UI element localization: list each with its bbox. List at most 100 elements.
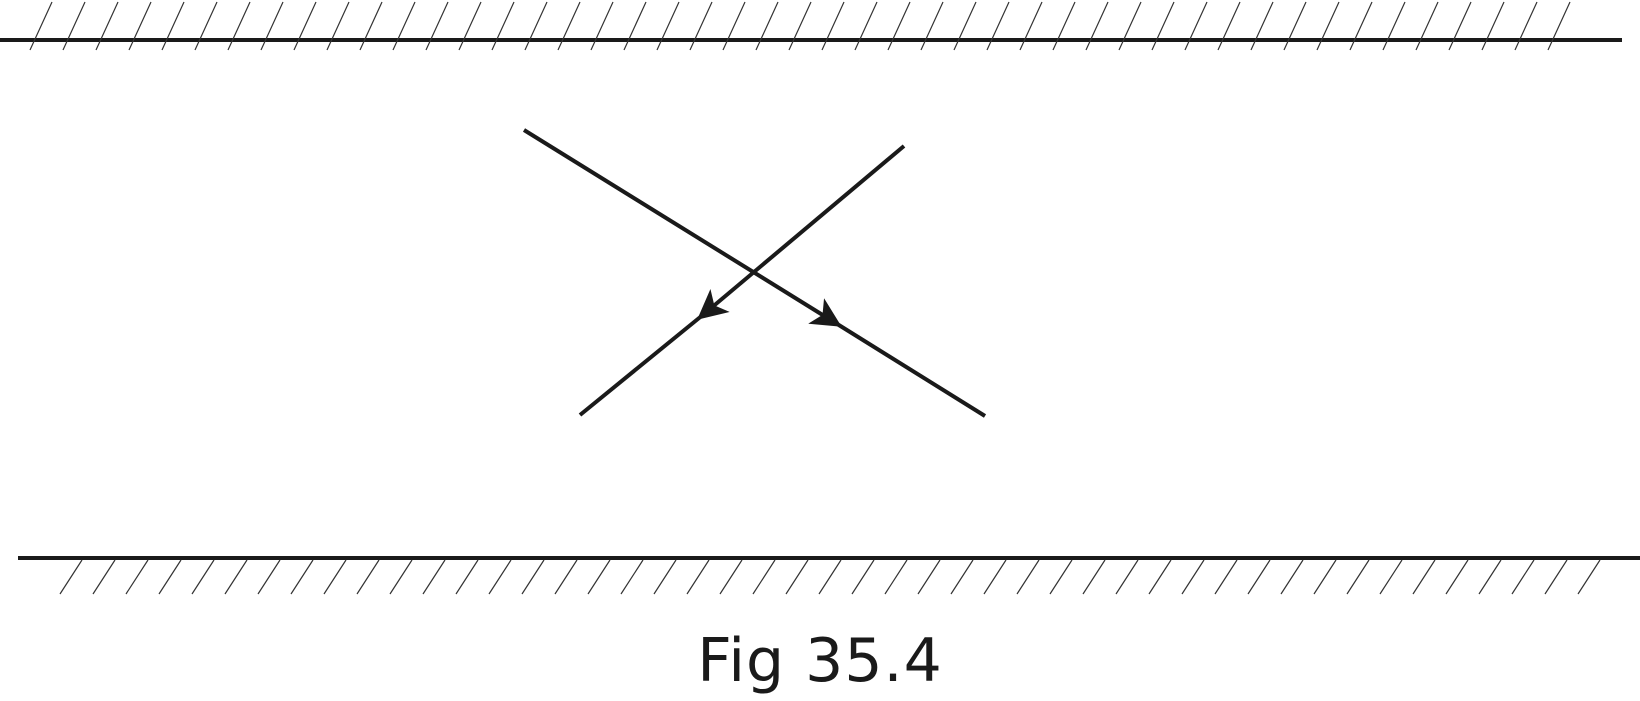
top-hatch-line-34 xyxy=(1151,1,1175,51)
top-hatch-line-0 xyxy=(29,1,53,51)
top-hatch-line-15 xyxy=(524,1,548,51)
top-hatch-line-22 xyxy=(755,1,779,51)
bottom-hatch-line-21 xyxy=(752,559,776,595)
bottom-hatch-line-32 xyxy=(1115,559,1139,595)
bottom-hatch-line-41 xyxy=(1412,559,1436,595)
rays xyxy=(522,128,987,418)
bottom-hatch-line-11 xyxy=(422,559,446,595)
bottom-hatch-line-36 xyxy=(1247,559,1271,595)
top-hatch-line-33 xyxy=(1118,1,1142,51)
top-mirror-hatching xyxy=(29,1,1571,51)
top-hatch-line-38 xyxy=(1283,1,1307,51)
top-hatch-line-25 xyxy=(854,1,878,51)
top-hatch-line-41 xyxy=(1382,1,1406,51)
bottom-hatch-line-5 xyxy=(224,559,248,595)
top-hatch-line-24 xyxy=(821,1,845,51)
bottom-hatch-line-33 xyxy=(1148,559,1172,595)
bottom-hatch-line-10 xyxy=(389,559,413,595)
top-hatch-line-28 xyxy=(953,1,977,51)
top-hatch-line-5 xyxy=(194,1,218,51)
bottom-hatch-line-0 xyxy=(59,559,83,595)
top-hatch-line-8 xyxy=(293,1,317,51)
top-hatch-line-1 xyxy=(62,1,86,51)
bottom-hatch-line-7 xyxy=(290,559,314,595)
top-hatch-line-42 xyxy=(1415,1,1439,51)
bottom-hatch-line-37 xyxy=(1280,559,1304,595)
top-hatch-line-23 xyxy=(788,1,812,51)
bottom-hatch-line-15 xyxy=(554,559,578,595)
top-hatch-line-17 xyxy=(590,1,614,51)
bottom-hatch-line-40 xyxy=(1379,559,1403,595)
ray-descending-left-segment-2 xyxy=(578,312,706,417)
top-hatch-line-4 xyxy=(161,1,185,51)
top-hatch-line-36 xyxy=(1217,1,1241,51)
top-hatch-line-37 xyxy=(1250,1,1274,51)
top-hatch-line-39 xyxy=(1316,1,1340,51)
top-mirror xyxy=(0,1,1622,51)
bottom-hatch-line-31 xyxy=(1082,559,1106,595)
bottom-hatch-line-8 xyxy=(323,559,347,595)
top-hatch-line-19 xyxy=(656,1,680,51)
ray-descending-right-segment-1 xyxy=(522,128,842,327)
bottom-hatch-line-29 xyxy=(1016,559,1040,595)
top-hatch-line-46 xyxy=(1547,1,1571,51)
bottom-hatch-line-46 xyxy=(1577,559,1601,595)
bottom-mirror xyxy=(18,556,1640,595)
top-hatch-line-31 xyxy=(1052,1,1076,51)
bottom-hatch-line-19 xyxy=(686,559,710,595)
bottom-hatch-line-2 xyxy=(125,559,149,595)
top-hatch-line-14 xyxy=(491,1,515,51)
ray-descending-left-segment-1 xyxy=(697,144,906,320)
top-hatch-line-20 xyxy=(689,1,713,51)
bottom-hatch-line-45 xyxy=(1544,559,1568,595)
top-hatch-line-45 xyxy=(1514,1,1538,51)
bottom-hatch-line-34 xyxy=(1181,559,1205,595)
top-hatch-line-6 xyxy=(227,1,251,51)
top-hatch-line-26 xyxy=(887,1,911,51)
top-hatch-line-21 xyxy=(722,1,746,51)
bottom-hatch-line-3 xyxy=(158,559,182,595)
top-hatch-line-30 xyxy=(1019,1,1043,51)
top-hatch-line-40 xyxy=(1349,1,1373,51)
bottom-hatch-line-25 xyxy=(884,559,908,595)
bottom-hatch-line-35 xyxy=(1214,559,1238,595)
top-hatch-line-7 xyxy=(260,1,284,51)
top-hatch-line-18 xyxy=(623,1,647,51)
bottom-hatch-line-24 xyxy=(851,559,875,595)
bottom-hatch-line-17 xyxy=(620,559,644,595)
bottom-hatch-line-23 xyxy=(818,559,842,595)
bottom-hatch-line-6 xyxy=(257,559,281,595)
bottom-hatch-line-43 xyxy=(1478,559,1502,595)
top-hatch-line-9 xyxy=(326,1,350,51)
top-hatch-line-32 xyxy=(1085,1,1109,51)
bottom-hatch-line-28 xyxy=(983,559,1007,595)
bottom-hatch-line-12 xyxy=(455,559,479,595)
top-hatch-line-10 xyxy=(359,1,383,51)
figure-caption: Fig 35.4 xyxy=(697,626,943,696)
bottom-hatch-line-1 xyxy=(92,559,116,595)
bottom-hatch-line-14 xyxy=(521,559,545,595)
bottom-hatch-line-22 xyxy=(785,559,809,595)
top-hatch-line-29 xyxy=(986,1,1010,51)
top-hatch-line-27 xyxy=(920,1,944,51)
top-hatch-line-35 xyxy=(1184,1,1208,51)
bottom-hatch-line-39 xyxy=(1346,559,1370,595)
top-hatch-line-11 xyxy=(392,1,416,51)
top-hatch-line-16 xyxy=(557,1,581,51)
ray-descending-right-segment-2 xyxy=(832,320,987,418)
bottom-hatch-line-9 xyxy=(356,559,380,595)
bottom-hatch-line-44 xyxy=(1511,559,1535,595)
top-hatch-line-44 xyxy=(1481,1,1505,51)
bottom-hatch-line-18 xyxy=(653,559,677,595)
top-hatch-line-12 xyxy=(425,1,449,51)
bottom-hatch-line-30 xyxy=(1049,559,1073,595)
bottom-hatch-line-20 xyxy=(719,559,743,595)
bottom-hatch-line-13 xyxy=(488,559,512,595)
bottom-hatch-line-4 xyxy=(191,559,215,595)
bottom-hatch-line-26 xyxy=(917,559,941,595)
bottom-hatch-line-27 xyxy=(950,559,974,595)
top-hatch-line-3 xyxy=(128,1,152,51)
bottom-mirror-hatching xyxy=(59,559,1601,595)
top-hatch-line-43 xyxy=(1448,1,1472,51)
